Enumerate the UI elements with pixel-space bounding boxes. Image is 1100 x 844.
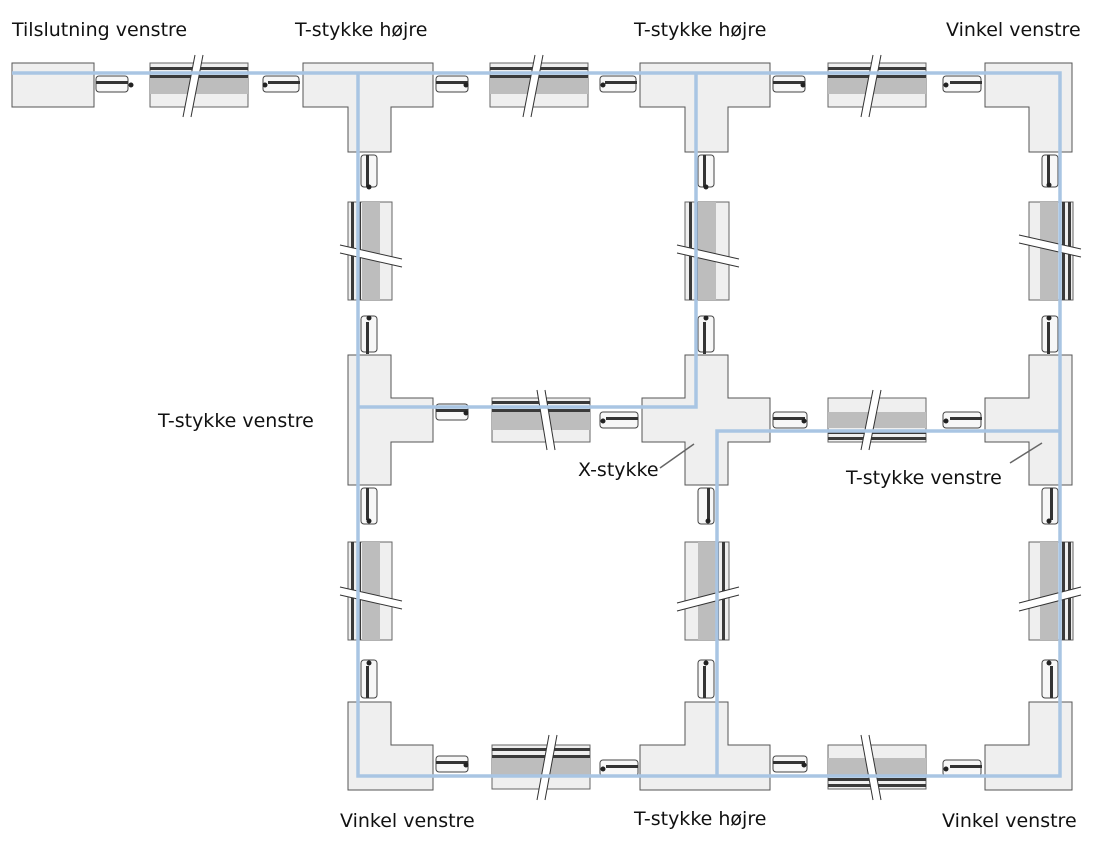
corner-connector-bottom-left xyxy=(347,701,434,791)
plug-h xyxy=(942,759,982,777)
plug-h xyxy=(772,75,806,93)
plug-h xyxy=(435,75,469,93)
rail-h-bot-1 xyxy=(491,734,591,801)
label-top-t1: T-stykke højre xyxy=(294,19,427,41)
rail-v-mid-1 xyxy=(676,201,740,301)
leader-line-t-right xyxy=(1009,442,1043,464)
labels: Tilslutning venstre T-stykke højre T-sty… xyxy=(11,19,1081,832)
vertical-rails xyxy=(339,201,1082,641)
label-bot-mid: T-stykke højre xyxy=(633,808,766,830)
plug-v xyxy=(1041,315,1059,354)
plug-v xyxy=(1041,154,1059,188)
plug-h xyxy=(95,75,134,93)
label-bot-right: Vinkel venstre xyxy=(942,810,1077,832)
plug-v xyxy=(697,315,715,354)
plug-v xyxy=(697,154,715,190)
x-connector-mid xyxy=(641,354,771,486)
rail-h-top-2 xyxy=(489,54,589,118)
connector-bodies xyxy=(11,62,1073,791)
t-connector-mid-right xyxy=(984,354,1073,486)
rail-h-top-1 xyxy=(149,54,249,118)
plug-v xyxy=(360,154,378,190)
plug-couplers xyxy=(95,75,1059,777)
rail-h-mid-2 xyxy=(827,389,927,451)
t-connector-top-1 xyxy=(302,62,434,153)
rail-h-top-3 xyxy=(827,54,927,118)
rail-v-right-2 xyxy=(1018,541,1082,641)
plug-h xyxy=(599,411,639,429)
label-top-t2: T-stykke højre xyxy=(633,19,766,41)
plug-v xyxy=(360,315,378,354)
plug-h xyxy=(772,411,808,429)
plug-h xyxy=(435,755,469,773)
label-mid-left: T-stykke venstre xyxy=(157,410,314,432)
plug-v xyxy=(697,659,715,699)
label-mid-x: X-stykke xyxy=(578,459,659,481)
label-top-right: Vinkel venstre xyxy=(946,19,1081,41)
plug-v xyxy=(360,487,378,525)
label-bot-left: Vinkel venstre xyxy=(340,810,475,832)
plug-v xyxy=(697,487,715,525)
plug-h xyxy=(942,411,982,429)
feed-connector-top-left xyxy=(11,62,95,108)
t-connector-mid-left xyxy=(347,354,434,486)
label-mid-right: T-stykke venstre xyxy=(845,467,1002,489)
t-connector-bottom-mid xyxy=(639,701,771,791)
rail-h-bot-2 xyxy=(827,734,927,801)
plug-h xyxy=(599,75,637,93)
leader-line-x xyxy=(659,443,695,469)
plug-v xyxy=(1041,659,1059,699)
plug-h xyxy=(942,75,982,93)
t-connector-top-2 xyxy=(639,62,771,153)
corner-connector-bottom-right xyxy=(984,701,1073,791)
label-top-left: Tilslutning venstre xyxy=(11,19,187,41)
corner-connector-top-right xyxy=(984,62,1073,153)
plug-h xyxy=(772,755,808,773)
rail-v-left-2 xyxy=(339,541,403,641)
plug-h xyxy=(599,759,639,777)
rail-v-mid-2 xyxy=(676,541,740,641)
rail-v-right-1 xyxy=(1018,201,1082,301)
rail-h-mid-1 xyxy=(491,389,591,451)
plug-v xyxy=(1041,487,1059,525)
wiring-lines xyxy=(12,71,1062,778)
horizontal-rails xyxy=(149,54,927,801)
plug-h xyxy=(262,75,300,93)
plug-v xyxy=(360,659,378,699)
rail-v-left-1 xyxy=(339,201,403,301)
